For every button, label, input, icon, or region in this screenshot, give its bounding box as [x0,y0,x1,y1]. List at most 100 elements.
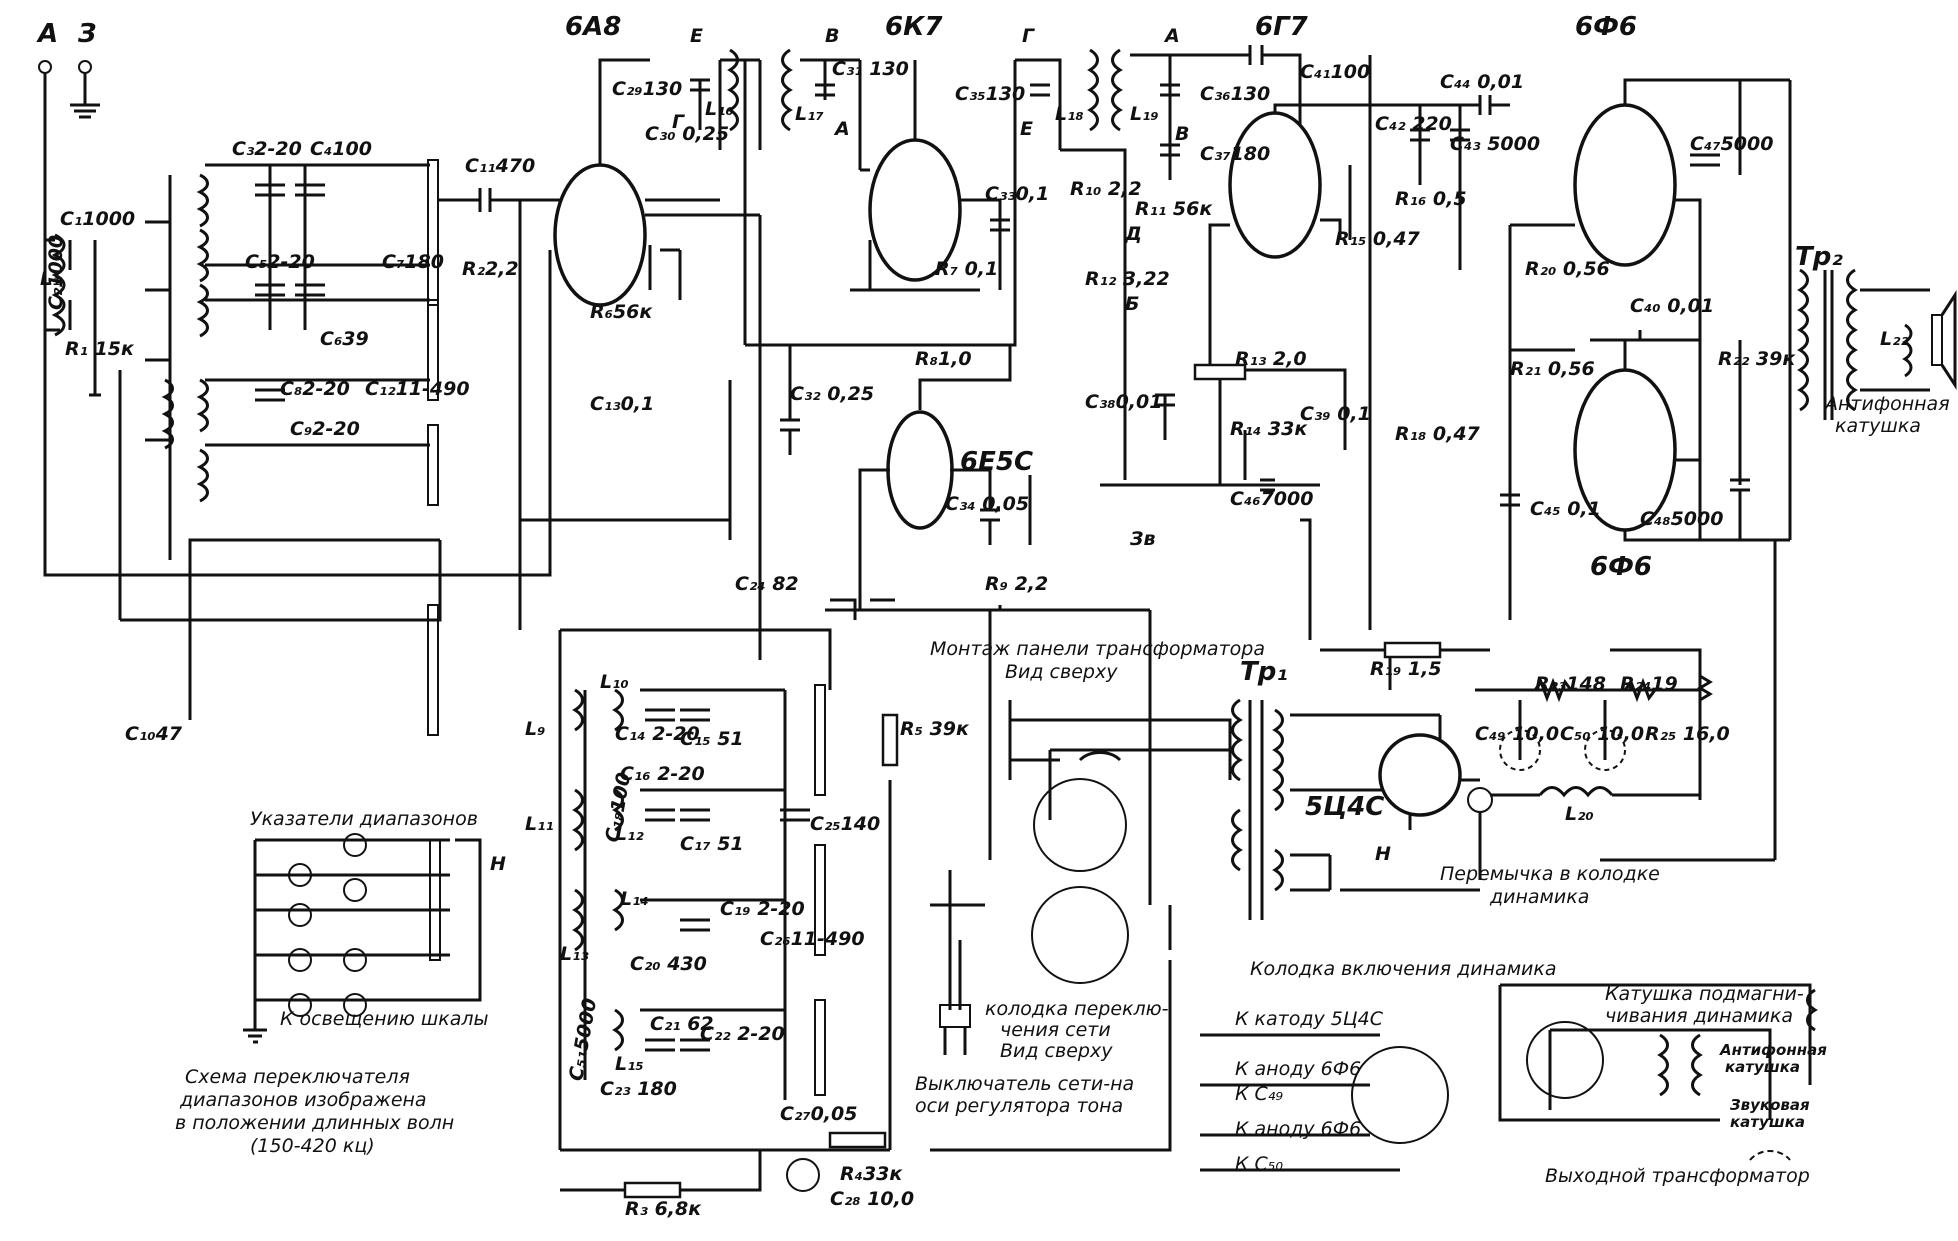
pickup-terminals: Зв [1129,528,1156,550]
component-label: C₄₇5000 [1690,133,1773,155]
component-label: L₁₈ [1055,103,1084,125]
output-transformer-label: Выходной трансформатор [1545,1165,1810,1187]
range-indicators-label: Указатели диапазонов [250,808,478,830]
component-label: C₁1000 [60,208,135,230]
point-label: Е [690,25,703,47]
antiphone-coil-label: Антифонная [1823,393,1950,415]
component-label: R₅ 39к [900,718,970,740]
component-label: R₂₅ 16,0 [1645,723,1730,745]
component-label: R₁₁ 56к [1135,198,1213,220]
component-label: C₂₃ 180 [600,1078,677,1100]
filament-label: Н [1375,843,1391,865]
mains-switch-block-label: колодка переклю- [985,998,1169,1020]
component-label: C₃₂ 0,25 [790,383,874,405]
component-label: C₉2-20 [290,418,360,440]
component-label: C₁₆ 2-20 [620,763,705,785]
tube-label: 6А8 [565,12,621,42]
component-label: R₁₅ 0,47 [1335,228,1421,250]
component-label: R₉ 2,2 [985,573,1048,595]
tube-label: 5Ц4С [1305,792,1384,822]
component-label: C₁₄ 2-20 [615,723,700,745]
antiphone-coil-small-label: катушка [1725,1058,1800,1076]
component-label: R₆56к [590,301,653,323]
component-label: C₁₁470 [465,155,535,177]
component-label: C₅₁5000 [565,997,601,1083]
component-label: C₁₀47 [125,723,183,745]
component-label: R₁₆ 0,5 [1395,188,1467,210]
speaker-jumper-label: динамика [1489,886,1589,908]
point-label: Е [1020,118,1033,140]
component-label: L₁₆ [705,98,734,120]
voice-coil-label: Звуковая [1730,1096,1810,1114]
switch-caption: (150-420 кц) [250,1135,375,1157]
switch-caption: в положении длинных волн [175,1112,454,1134]
tube-label: 6Ф6 [1590,552,1652,582]
point-label: Г [672,111,685,133]
component-label: L₁₃ [560,943,589,965]
component-label: C₃₃0,1 [985,183,1049,205]
switch-caption: диапазонов изображена [179,1089,427,1111]
component-label: R₁₃ 2,0 [1235,348,1307,370]
component-label: R₂₂ 39к [1718,348,1796,370]
field-coil-label: Катушка подмагни- [1605,983,1804,1005]
component-label: C₃₀ 0,25 [645,123,729,145]
component-label: C₄₀ 0,01 [1630,295,1714,317]
antiphone-coil-label: катушка [1835,415,1921,437]
component-label: C₅₀ 10,0 [1560,723,1644,745]
tube-label: 6Е5С [960,447,1033,477]
component-label: C₆39 [320,328,369,350]
component-label: L₁₄ [620,888,649,910]
speaker-block-row: К C₅₀ [1235,1153,1283,1175]
component-label: R₁₄ 33к [1230,418,1308,440]
component-label: L₁₂ [615,823,644,845]
component-label: C₁₂11-490 [365,378,470,400]
mains-switch-block-label: чения сети [1000,1019,1111,1041]
speaker-block-title: Колодка включения динамика [1250,958,1557,980]
power-switch-label: оси регулятора тона [915,1095,1123,1117]
component-label: C₄₂ 220 [1375,113,1452,135]
component-label: C₂₇0,05 [780,1103,857,1125]
component-label: C₂₂ 2-20 [700,1023,785,1045]
component-label: C₂1000 [45,235,67,310]
component-label: C₃₄ 0,05 [945,493,1029,515]
component-label: L₁₁ [525,813,554,835]
component-label: C₇180 [382,251,444,273]
component-label: C₄₅ 0,1 [1530,498,1601,520]
component-label: L₁₇ [795,103,824,125]
component-label: C₂₆11-490 [760,928,865,950]
transformer-panel-label: Монтаж панели трансформатора [930,638,1265,660]
component-label: C₁₃0,1 [590,393,654,415]
component-label: C₂₀ 430 [630,953,707,975]
speaker-block-row: К катоду 5Ц4С [1235,1008,1384,1030]
point-label: Г [1022,25,1035,47]
component-label: C₄₆7000 [1230,488,1313,510]
component-label: R₂₁ 0,56 [1510,358,1595,380]
point-label: В [825,25,839,47]
component-label: R₃ 6,8к [625,1198,702,1220]
speaker-block-row: К аноду 6Ф6 [1235,1058,1361,1080]
antiphone-coil-small-label: Антифонная [1719,1041,1827,1059]
component-label: C₄₈5000 [1640,508,1723,530]
component-label: R₄33к [840,1163,903,1185]
wiring [38,45,1957,1199]
component-label: C₁₅ 51 [680,728,744,750]
component-label: L₂₂ [1880,328,1909,350]
component-label: C₃₆130 [1200,83,1270,105]
component-label: R₁₀ 2,2 [1070,178,1142,200]
component-label: L₁₀ [600,671,629,693]
component-label: C₃2-20 [232,138,302,160]
point-label: В [1175,123,1189,145]
component-label: L₁₅ [615,1053,644,1075]
filament-label: Н [490,853,506,875]
component-label: R₂₃148 [1535,673,1606,695]
component-label: R₁ 15к [65,338,135,360]
component-label: R₈1,0 [915,348,972,370]
voice-coil-label: катушка [1730,1113,1805,1131]
component-label: R₁₈ 0,47 [1395,423,1481,445]
component-label: Тр₂ [1795,242,1843,272]
component-label: Тр₁ [1240,657,1288,687]
component-label: R₂₄19 [1620,673,1678,695]
component-label: L₉ [525,718,545,740]
component-label: R₇ 0,1 [935,258,998,280]
